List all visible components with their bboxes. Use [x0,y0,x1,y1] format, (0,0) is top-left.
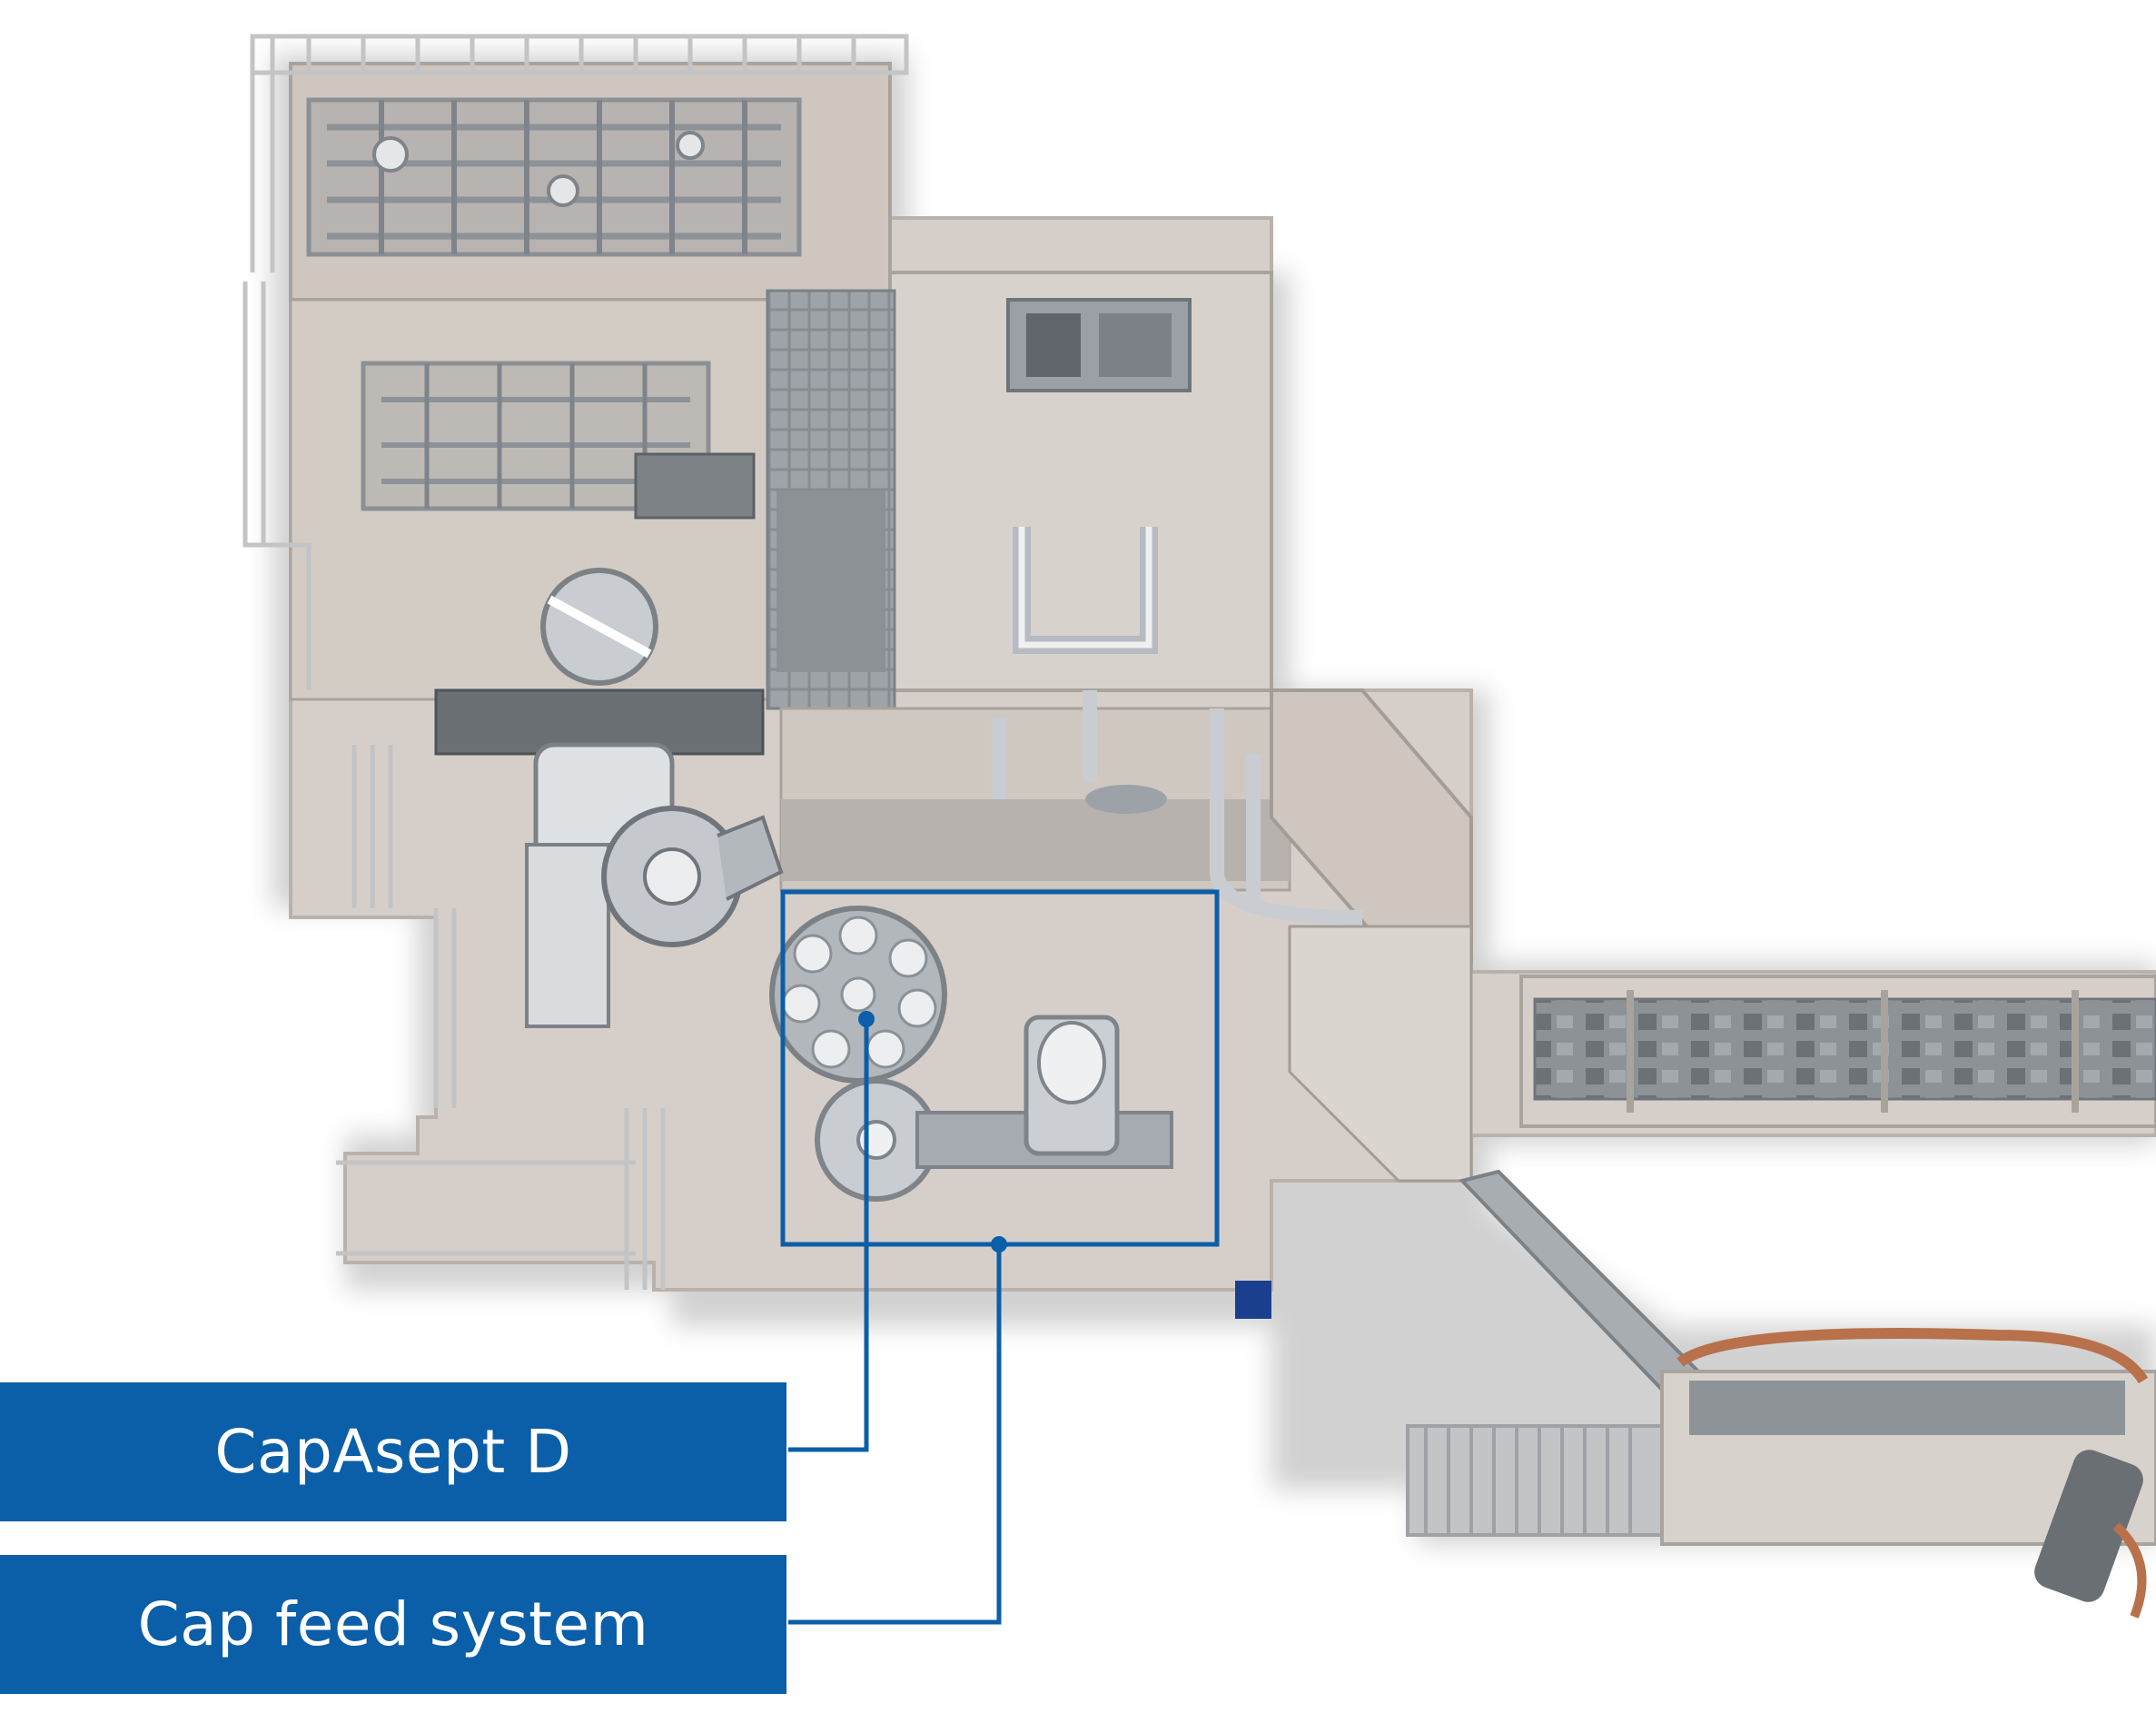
cap-feed-system-label: Cap feed system [137,1589,649,1659]
circle-dot-icon [991,1236,1007,1253]
cap-feed-system-label-box: Cap feed system [0,1555,786,1694]
cap-feed-machinery [815,1015,1173,1202]
safety-railings [242,34,909,1290]
circle-dot-icon [858,1011,875,1027]
capasept-label: CapAsept D [214,1417,572,1487]
capasept-label-box: CapAsept D [0,1382,786,1521]
outfeed-conveyor [1519,975,2156,1128]
lower-packaging-unit [1406,1328,2156,1619]
capfeed-leader-line [788,1244,1002,1625]
control-cabinet [1235,1281,1271,1319]
middle-piping-frame [361,361,756,520]
upper-piping-frame [306,97,802,257]
capasept-leader-line [788,1019,869,1452]
steel-tanks [434,527,1363,1028]
capasept-unit [769,906,947,1084]
